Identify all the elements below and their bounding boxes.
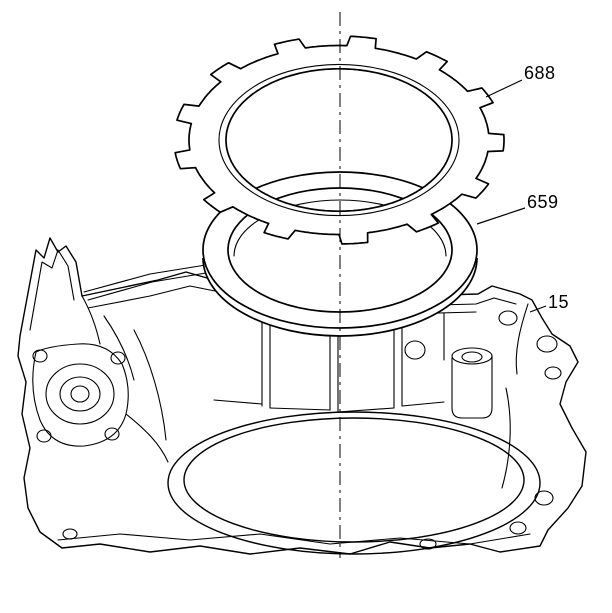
leader-lines — [476, 79, 547, 313]
bolt-hole — [32, 349, 48, 363]
toothed-washer-688 — [174, 35, 505, 245]
washer-659 — [202, 171, 478, 337]
case-contour — [501, 387, 511, 489]
bolt-hole — [498, 310, 518, 326]
case-contour — [125, 413, 169, 463]
case-ledge — [337, 407, 395, 413]
case-ledge — [213, 399, 263, 405]
washer-inner-wall — [233, 199, 447, 257]
case-outline — [17, 237, 587, 555]
toothed-washer-body — [174, 35, 505, 245]
bolt-hole — [509, 521, 527, 535]
callout-659: 659 — [527, 192, 559, 212]
case-peak-inner-line — [29, 249, 75, 331]
callout-15: 15 — [548, 292, 570, 312]
boss-hole — [461, 351, 483, 363]
case-bottom-flange-line — [57, 533, 531, 545]
bolt-hole — [62, 528, 78, 540]
callout-688: 688 — [524, 63, 556, 83]
bolt-hole — [36, 429, 52, 443]
bolt-hole — [536, 335, 558, 353]
case-ledge — [401, 401, 445, 407]
leader-659 — [476, 207, 526, 225]
pump-bore — [59, 376, 101, 412]
boss-top — [451, 347, 493, 365]
leader-15 — [529, 305, 547, 313]
leader-688 — [485, 79, 523, 98]
bolt-hole — [544, 366, 562, 380]
bolt-hole — [404, 340, 426, 360]
case-bore-inner — [183, 417, 525, 543]
case-ledge — [269, 407, 331, 411]
bolt-hole — [104, 427, 120, 441]
bolt-hole — [534, 490, 554, 506]
pump-bore — [70, 385, 90, 403]
case-contour — [81, 295, 101, 345]
case-contour — [133, 329, 167, 441]
case-bore-outer — [167, 411, 541, 555]
pump-bore — [45, 363, 115, 425]
toothed-washer-inner-edge — [218, 63, 460, 217]
washer-body — [202, 171, 478, 329]
case-contour — [103, 315, 135, 381]
case-contour — [515, 303, 529, 375]
bolt-hole — [110, 351, 126, 365]
case-boss — [451, 355, 493, 419]
